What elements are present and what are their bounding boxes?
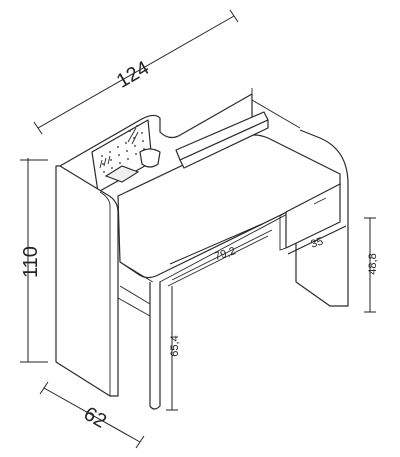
lower-shelf <box>117 285 151 317</box>
depth-label: 62 <box>80 403 110 433</box>
drawer-depth-dimension: 35 <box>287 225 347 255</box>
desk-height-label: 65,4 <box>169 335 181 356</box>
depth-dimension: 62 <box>39 381 145 449</box>
width-dimension: 124 <box>33 9 239 135</box>
width-label: 124 <box>113 57 153 93</box>
drawer <box>279 183 341 251</box>
drawer-depth-label: 35 <box>309 236 324 251</box>
height-dimension: 110 <box>20 158 48 363</box>
drawer-height-dimension: 48,8 <box>364 217 379 313</box>
pen-cup <box>139 148 161 168</box>
drawer-handle-icon <box>313 197 327 205</box>
drawer-height-label: 48,8 <box>367 253 379 274</box>
height-label: 110 <box>20 246 42 278</box>
pegboard <box>91 119 161 193</box>
scissors-icon <box>127 127 139 145</box>
front-leg <box>149 282 161 410</box>
storage-tray <box>104 165 140 183</box>
desk-width-label: 79,2 <box>213 245 237 263</box>
desk-height-dimension: 65,4 <box>166 286 181 411</box>
desk-frame <box>167 229 273 287</box>
left-side-panel <box>55 165 119 397</box>
